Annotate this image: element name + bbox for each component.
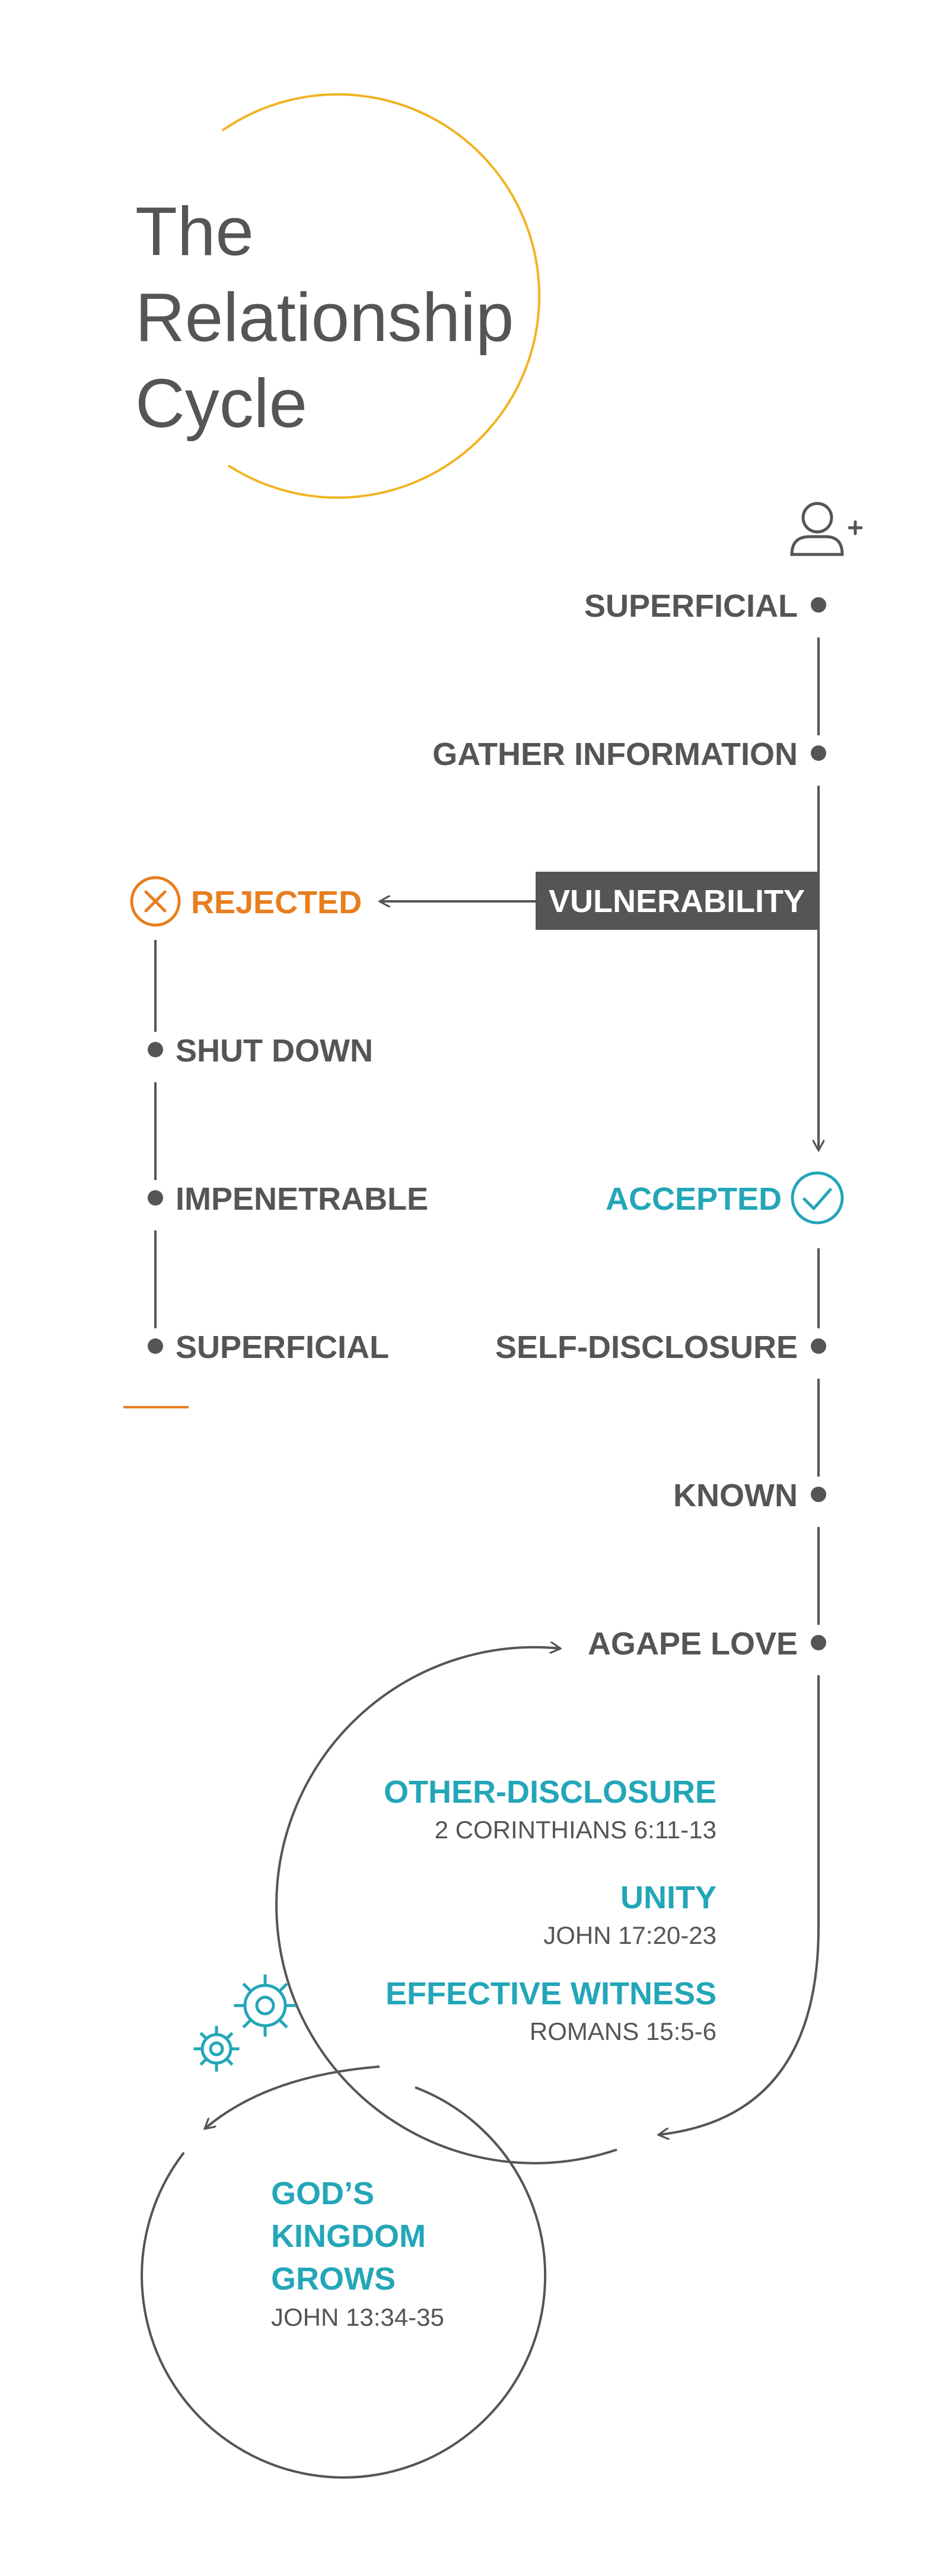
node-impenetrable: IMPENETRABLE (176, 1181, 428, 1217)
title-circle (221, 93, 541, 499)
node-dot-impenetrable (148, 1190, 163, 1206)
node-dot-agape (811, 1635, 826, 1650)
title-line-3: Cycle (135, 365, 307, 442)
cycle-other-disclosure: OTHER-DISCLOSURE (384, 1774, 716, 1810)
node-superficial-left: SUPERFICIAL (176, 1330, 389, 1365)
x-circle-icon (130, 876, 181, 927)
rejected-path: REJECTED SHUT DOWN IMPENETRABLE SUPERFIC… (123, 876, 428, 1408)
cycle-effective-witness-ref: ROMANS 15:5-6 (530, 2017, 716, 2045)
add-person-icon (790, 502, 863, 556)
node-gather-information: GATHER INFORMATION (432, 737, 798, 772)
node-dot-self-disclosure (811, 1338, 826, 1354)
node-superficial: SUPERFICIAL (584, 588, 798, 624)
cycle-other-disclosure-ref: 2 CORINTHIANS 6:11-13 (435, 1816, 716, 1844)
node-dot-shut-down (148, 1042, 163, 1057)
kingdom-line-2: KINGDOM (271, 2218, 426, 2254)
kingdom-circle (141, 2065, 547, 2479)
node-known: KNOWN (673, 1478, 798, 1513)
main-path: SUPERFICIAL GATHER INFORMATION VULNERABI… (432, 588, 844, 2135)
kingdom-ref: JOHN 13:34-35 (271, 2303, 444, 2331)
title-line-2: Relationship (135, 279, 514, 356)
node-agape-love: AGAPE LOVE (588, 1626, 798, 1662)
title-line-1: The (135, 193, 254, 270)
node-dot-known (811, 1487, 826, 1502)
node-vulnerability: VULNERABILITY (549, 884, 805, 919)
title-block: The Relationship Cycle (135, 93, 541, 499)
node-self-disclosure: SELF-DISCLOSURE (495, 1330, 798, 1365)
cycle-effective-witness: EFFECTIVE WITNESS (386, 1976, 716, 2011)
node-accepted: ACCEPTED (606, 1181, 782, 1217)
node-dot-superficial (811, 597, 826, 613)
gears-icon (193, 1974, 297, 2072)
vulnerability-box (536, 872, 819, 930)
node-dot-gather (811, 745, 826, 761)
cycle-unity: UNITY (620, 1880, 716, 1915)
cycle-loop (275, 1647, 617, 2164)
kingdom-line-3: GROWS (271, 2261, 396, 2297)
node-shut-down: SHUT DOWN (176, 1033, 373, 1069)
kingdom-text: GOD’S KINGDOM GROWS JOHN 13:34-35 (271, 2176, 444, 2331)
cycle-unity-ref: JOHN 17:20-23 (543, 1921, 716, 1949)
check-circle-icon (791, 1171, 844, 1225)
node-rejected: REJECTED (191, 885, 362, 920)
node-dot-superficial-left (148, 1338, 163, 1354)
kingdom-line-1: GOD’S (271, 2176, 374, 2211)
cycle-items: OTHER-DISCLOSURE 2 CORINTHIANS 6:11-13 U… (384, 1774, 716, 2045)
